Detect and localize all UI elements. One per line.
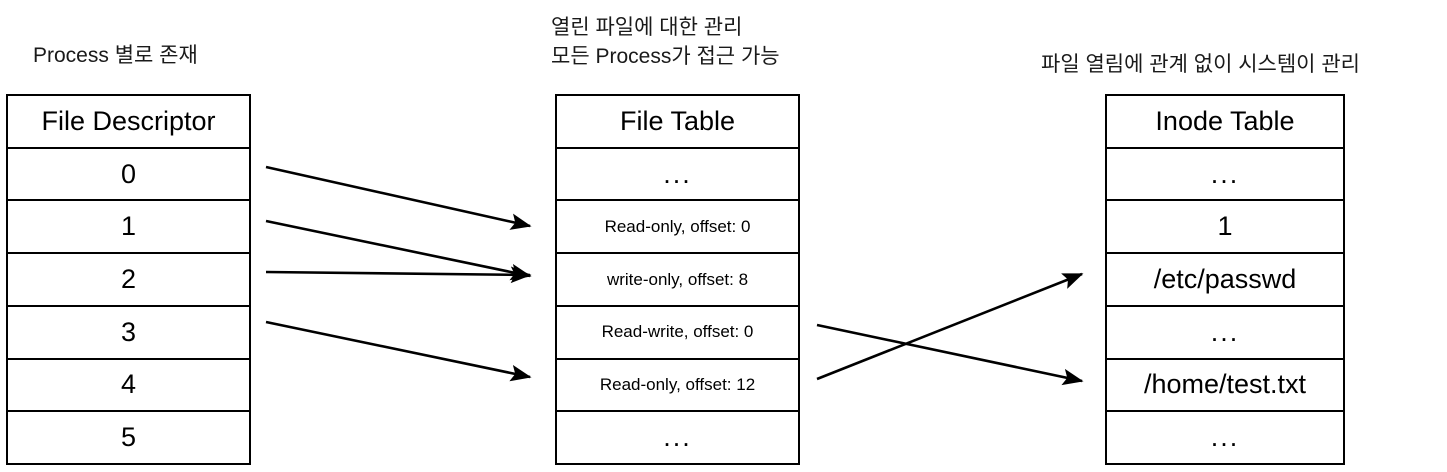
file-table-row-0[interactable]: ... [557, 149, 798, 202]
file-table-row-5[interactable]: ... [663, 422, 692, 453]
inode-table-row-4[interactable]: /home/test.txt [1107, 360, 1343, 413]
inode-table-header: Inode Table [1107, 96, 1343, 149]
fd-header: File Descriptor [8, 96, 249, 149]
file-table-row-2[interactable]: write-only, offset: 8 [557, 254, 798, 307]
arrow-fd2-to-file-write-only-8 [265, 266, 532, 284]
arrow-fd3-to-file-read-only-12 [265, 320, 532, 382]
caption-inode-table: 파일 열림에 관계 없이 시스템이 관리 [1041, 53, 1360, 76]
caption-file-table-line2: 모든 Process가 접근 가능 [551, 45, 780, 68]
inode-table-row-2[interactable]: /etc/passwd [1107, 254, 1343, 307]
file-table-header: File Table [557, 96, 798, 149]
caption-file-table-line1: 열린 파일에 대한 관리 [551, 16, 743, 39]
arrow-file-read-write-0-to-home-test [816, 323, 1084, 386]
fd-row-3[interactable]: 3 [8, 307, 249, 360]
file-table-row-4[interactable]: Read-only, offset: 12 [557, 360, 798, 413]
inode-table-row-0[interactable]: ... [1107, 149, 1343, 202]
table-inode-table: Inode Table ... 1 /etc/passwd ... /home/… [1105, 94, 1345, 465]
inode-table-row-5[interactable]: ... [1210, 422, 1240, 453]
fd-row-4[interactable]: 4 [8, 360, 249, 413]
fd-row-1[interactable]: 1 [8, 201, 249, 255]
arrow-fd1-to-file-write-only-8 [265, 219, 532, 281]
inode-table-row-3[interactable]: ... [1107, 307, 1343, 360]
inode-table-row-1[interactable]: 1 [1107, 201, 1343, 255]
caption-file-descriptor: Process 별로 존재 [33, 44, 198, 67]
table-file-table: File Table ... Read-only, offset: 0 writ… [555, 94, 800, 465]
fd-row-2[interactable]: 2 [8, 254, 249, 307]
file-table-row-3[interactable]: Read-write, offset: 0 [557, 307, 798, 360]
arrow-fd0-to-file-read-only-0 [265, 165, 532, 230]
file-table-row-1[interactable]: Read-only, offset: 0 [557, 201, 798, 255]
arrow-file-read-only-12-to-etc-passwd [816, 272, 1084, 381]
table-file-descriptor: File Descriptor 0 1 2 3 4 5 [6, 94, 251, 465]
fd-row-5[interactable]: 5 [120, 422, 137, 453]
fd-row-0[interactable]: 0 [8, 149, 249, 202]
